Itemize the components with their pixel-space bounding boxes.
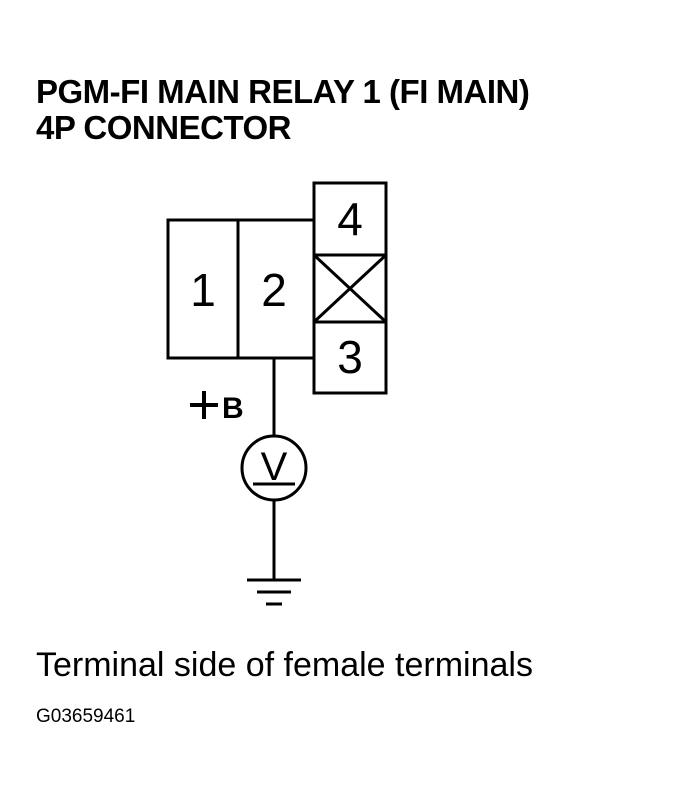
title-line-2: 4P CONNECTOR — [36, 109, 292, 146]
terminal-2-label: 2 — [261, 264, 287, 316]
figure-id: G03659461 — [36, 706, 136, 727]
diagram-title: PGM-FI MAIN RELAY 1 (FI MAIN) 4P CONNECT… — [36, 73, 530, 146]
plus-sign-icon — [190, 391, 218, 419]
voltmeter-symbol: V — [261, 445, 288, 489]
supply-label-b: B — [222, 392, 244, 425]
terminal-3-label: 3 — [337, 331, 363, 383]
title-line-1: PGM-FI MAIN RELAY 1 (FI MAIN) — [36, 73, 530, 110]
diagram-caption: Terminal side of female terminals — [36, 646, 533, 684]
terminal-4-label: 4 — [337, 193, 363, 245]
ground-icon — [247, 578, 301, 606]
connector-right-column — [312, 181, 388, 395]
terminal-1-label: 1 — [190, 264, 216, 316]
blank-cavity-x-mark — [312, 253, 388, 324]
